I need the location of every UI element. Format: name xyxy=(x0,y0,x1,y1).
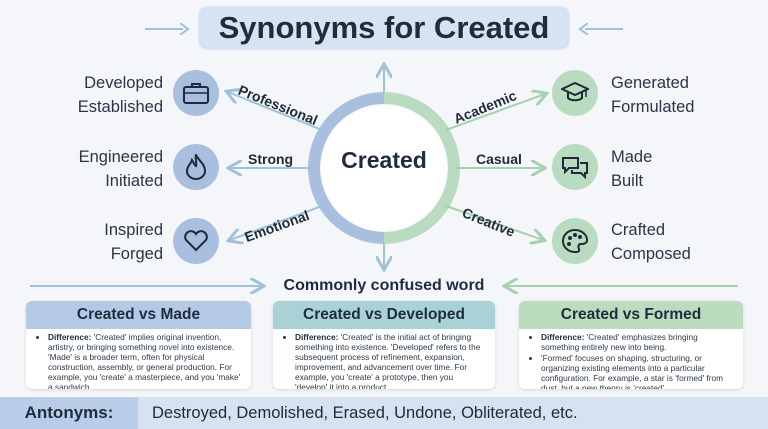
synonym-word: Crafted xyxy=(611,221,666,239)
center-word: Created xyxy=(341,147,427,173)
synonym-group-strong: Engineered Initiated xyxy=(40,145,163,193)
card-body: Difference: 'Created' implies original i… xyxy=(26,329,251,389)
title-left-arrowhead xyxy=(180,23,190,35)
spoke-creative xyxy=(445,205,543,240)
card-bullet: 'Formed' focuses on shaping, structuring… xyxy=(541,353,735,389)
title-right-arrow xyxy=(585,28,623,30)
synonym-group-emotional: Inspired Forged xyxy=(40,218,163,266)
card-body: Difference: 'Created' emphasizes bringin… xyxy=(519,329,743,389)
synonym-word: Developed xyxy=(84,74,163,92)
synonym-word: Forged xyxy=(110,245,163,263)
card-bullet: Difference: 'Created' implies original i… xyxy=(48,332,243,389)
briefcase-icon xyxy=(173,70,219,116)
card-bullet: Difference: 'Created' is the initial act… xyxy=(295,332,487,389)
synonym-word: Built xyxy=(611,172,644,190)
synonym-word: Inspired xyxy=(104,221,163,239)
page-title: Synonyms for Created xyxy=(198,6,570,50)
synonym-word: Formulated xyxy=(611,98,695,116)
synonym-word: Initiated xyxy=(105,172,163,190)
comparison-card-made: Created vs Made Difference: 'Created' im… xyxy=(26,301,251,389)
category-casual: Casual xyxy=(476,151,522,167)
antonyms-list: Destroyed, Demolished, Erased, Undone, O… xyxy=(152,404,578,422)
synonym-group-casual: Made Built xyxy=(611,145,741,193)
flame-icon xyxy=(173,144,219,190)
comparison-card-formed: Created vs Formed Difference: 'Created' … xyxy=(519,301,743,389)
spoke-professional xyxy=(228,92,323,131)
card-bullet: Difference: 'Created' emphasizes bringin… xyxy=(541,332,735,352)
synonym-word: Generated xyxy=(611,74,689,92)
synonym-word: Established xyxy=(77,98,163,116)
synonym-group-academic: Generated Formulated xyxy=(611,71,741,119)
card-title: Created vs Formed xyxy=(519,301,743,329)
title-left-arrow xyxy=(145,28,183,30)
synonym-word: Engineered xyxy=(78,148,163,166)
synonym-word: Made xyxy=(611,148,653,166)
card-title: Created vs Made xyxy=(26,301,251,329)
card-title: Created vs Developed xyxy=(273,301,495,329)
central-diagram xyxy=(30,0,738,300)
confused-section-title: Commonly confused word xyxy=(283,277,485,294)
comparison-card-developed: Created vs Developed Difference: 'Create… xyxy=(273,301,495,389)
antonyms-label: Antonyms: xyxy=(0,397,138,429)
heart-icon xyxy=(173,218,219,264)
synonym-group-creative: Crafted Composed xyxy=(611,218,741,266)
category-strong: Strong xyxy=(248,151,294,167)
synonym-group-professional: Developed Established xyxy=(40,71,163,119)
spoke-academic xyxy=(445,94,545,131)
spoke-emotional xyxy=(230,205,323,240)
speech-bubbles-icon xyxy=(552,144,598,190)
card-body: Difference: 'Created' is the initial act… xyxy=(273,329,495,389)
palette-icon xyxy=(552,218,598,264)
graduation-cap-icon xyxy=(552,70,598,116)
synonym-word: Composed xyxy=(611,245,691,263)
title-right-arrowhead xyxy=(578,23,588,35)
